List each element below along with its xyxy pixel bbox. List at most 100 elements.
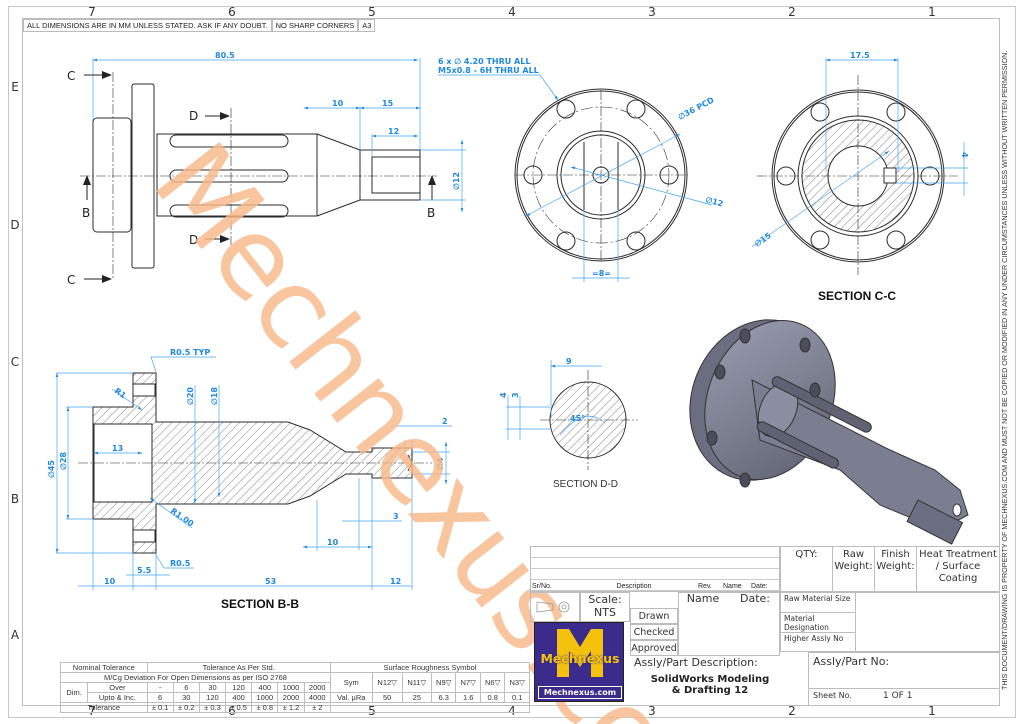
note-sheet-size: A3 (358, 19, 376, 32)
tol-over-6: 2000 (303, 682, 331, 693)
material-designation-label: Material Designation (781, 613, 856, 633)
dim-cc-dia: ∅15 (753, 231, 773, 249)
tol-over-4: 400 (251, 682, 279, 693)
tol-over-3: 120 (225, 682, 253, 693)
tol-over-1: 6 (172, 682, 200, 693)
tol-value-2: ± 0.3 (198, 702, 227, 713)
dim-bb-d18: ∅18 (210, 387, 219, 405)
dim-front-12: 12 (388, 127, 399, 136)
section-marker-b-right: B (427, 206, 435, 220)
section-b-b-title: SECTION B-B (221, 597, 299, 611)
third-angle-projection-icon (536, 601, 570, 613)
roughness-sym-label: Sym (329, 672, 373, 693)
dim-cc-key: 4 (960, 152, 969, 158)
qty-label: QTY: (781, 547, 833, 591)
section-d-d-title: SECTION D-D (553, 479, 618, 490)
rev-header-rev: Rev. (698, 583, 712, 590)
zone-row-c: C (10, 355, 20, 369)
dim-bb-d20: ∅20 (186, 387, 195, 405)
rev-header-name: Name (723, 583, 742, 590)
zone-col-2-bottom: 2 (788, 704, 796, 718)
roughness-blank (329, 702, 531, 713)
dim-bb-12: 12 (390, 577, 401, 586)
part-description-line1: SolidWorks Modeling (650, 674, 770, 685)
dim-dd-4: 4 (499, 392, 508, 398)
dim-bb-5-5: 5.5 (137, 566, 152, 575)
approved-label: Approved (630, 640, 678, 656)
hole-callout-diameter: 6 x ∅ 4.20 THRU ALL (438, 57, 530, 66)
tol-subheader: M/Cg Deviation For Open Dimensions as pe… (60, 672, 331, 683)
dim-bb-10b: 10 (104, 577, 116, 586)
higher-assy-label: Higher Assly No (781, 633, 856, 651)
dim-bb-3: 3 (393, 512, 399, 521)
approval-entry-area (678, 592, 780, 656)
tol-value-0: ± 0.1 (146, 702, 174, 713)
dim-dd-width: 9 (566, 357, 572, 366)
rev-header-desc: Description (616, 583, 652, 590)
dim-flat-width: =8= (592, 269, 611, 278)
mechnexus-logo: Mechnexus Mechnexus.com (534, 622, 624, 702)
tol-upto-6: 4000 (303, 692, 331, 703)
qty-row: QTY: Raw Weight: Finish Weight: Heat Tre… (780, 546, 1000, 592)
dim-dd-3: 3 (511, 392, 520, 398)
tol-value-3: ± 0.5 (225, 702, 253, 713)
section-c-c: 17.5 4 ∅15 SECTION C-C (751, 51, 969, 303)
dim-bb-10a: 10 (327, 538, 339, 547)
scale-cell: Scale: NTS (580, 592, 630, 622)
tol-upto-label: Upto & Inc. (87, 692, 148, 703)
finish-weight-label: Finish Weight: (875, 547, 917, 591)
tol-value-1: ± 0.2 (172, 702, 200, 713)
roughness-val-4: 0.8 (479, 692, 506, 703)
scale-label: Scale: (588, 593, 622, 606)
copyright-notice: THIS DOCUMENT/DRAWING IS PROPERTY OF MEC… (1000, 50, 1009, 690)
dim-bb-13: 13 (112, 444, 123, 453)
section-c-c-title: SECTION C-C (818, 289, 896, 303)
roughness-sym-3: N7▽ (455, 672, 481, 693)
dim-dd-angle: 45° (570, 414, 585, 423)
general-notes: ALL DIMENSIONS ARE IN MM UNLESS STATED. … (23, 19, 376, 32)
zone-row-b: B (10, 492, 20, 506)
roughness-val-5: 0.1 (504, 692, 530, 703)
tol-upto-5: 2000 (277, 692, 305, 703)
logo-m-icon (557, 629, 603, 677)
zone-col-1: 1 (928, 5, 936, 19)
dim-overall-length: 80.5 (215, 51, 235, 60)
zone-col-2: 2 (788, 5, 796, 19)
part-number-block: Assly/Part No: Sheet No. 1 OF 1 (808, 652, 1000, 706)
zone-col-5: 5 (368, 5, 376, 19)
scale-value: NTS (594, 606, 616, 619)
checked-label: Checked (630, 624, 678, 640)
dim-bb-d4: ∅4 (436, 457, 445, 470)
tol-dim-label: Dim. (59, 682, 89, 703)
heat-treatment-label: Heat Treatment / Surface Coating (919, 549, 997, 584)
tol-over-0: - (146, 682, 174, 693)
zone-col-1-bottom: 1 (928, 704, 936, 718)
tol-header-nominal: Nominal Tolerance (60, 662, 148, 673)
dim-bb-r05-typ: R0.5 TYP (170, 348, 210, 357)
dim-bb-53: 53 (265, 577, 276, 586)
raw-weight-label: Raw Weight: (833, 547, 875, 591)
approval-grid: Name Date: Drawn Checked Approved (630, 592, 780, 668)
roughness-val-label: Val. µRa (329, 692, 373, 703)
tol-upto-3: 400 (225, 692, 253, 703)
roughness-sym-4: N6▽ (479, 672, 506, 693)
zone-row-d: D (10, 218, 20, 232)
section-marker-d-bottom: D (189, 233, 198, 247)
isometric-3d-view (689, 319, 969, 545)
tol-upto-2: 120 (198, 692, 227, 703)
hole-callout-thread: M5x0.8 - 6H THRU ALL (438, 66, 539, 75)
roughness-sym-5: N3▽ (504, 672, 530, 693)
roughness-val-0: 50 (371, 692, 403, 703)
roughness-sym-0: N12▽ (371, 672, 403, 693)
zone-col-3-bottom: 3 (648, 704, 656, 718)
tol-upto-0: 6 (146, 692, 174, 703)
part-number-label: Assly/Part No: (809, 653, 999, 689)
title-block: Sr/No. Description Rev. Name Date: QTY: … (530, 546, 1000, 706)
tol-over-2: 30 (198, 682, 227, 693)
tol-header-std: Tolerance As Per Std. (146, 662, 331, 673)
zone-col-4: 4 (508, 5, 516, 19)
dim-pcd: ∅36 PCD (677, 95, 716, 121)
tolerance-table: Nominal Tolerance Tolerance As Per Std. … (59, 662, 531, 713)
